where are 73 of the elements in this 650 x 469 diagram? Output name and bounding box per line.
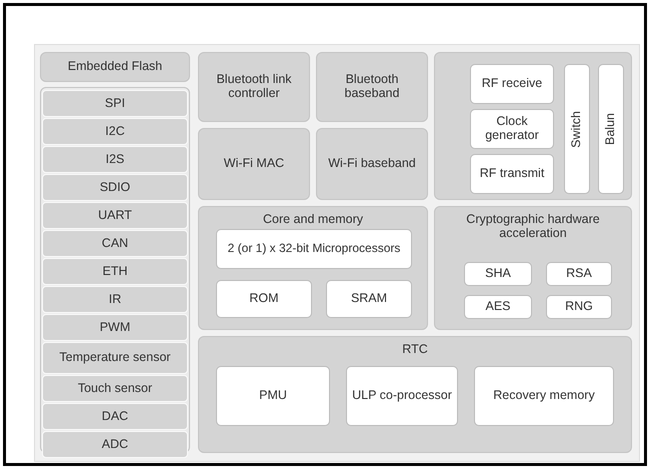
block-label: RSA (566, 267, 592, 281)
block-label: RTC (401, 343, 429, 357)
block-label: Bluetooth link controller (215, 73, 293, 101)
interface-block (42, 314, 188, 341)
block-label: ROM (249, 292, 279, 306)
interface-block (42, 118, 188, 145)
interface-block (42, 375, 188, 402)
block-box (326, 280, 412, 318)
block-box (216, 280, 312, 318)
block-box (216, 229, 412, 269)
block-label: PWM (100, 320, 130, 334)
block-box (216, 366, 330, 426)
interface-block (42, 342, 188, 374)
block-box (546, 262, 612, 286)
block-label: Temperature sensor (59, 351, 171, 365)
block-label: CAN (102, 236, 128, 250)
interface-block (42, 403, 188, 430)
block-panel (198, 206, 428, 330)
interface-block (42, 174, 188, 201)
block-label: Clock generator (484, 115, 540, 143)
block-label: SPI (104, 96, 126, 110)
block-label: Embedded Flash (68, 60, 162, 74)
block-label: ETH (102, 264, 128, 278)
block-panel (198, 336, 632, 453)
block-label: 2 (or 1) x 32-bit Microprocessors (228, 242, 400, 256)
block-label: RNG (565, 300, 593, 314)
block-label: PMU (259, 389, 287, 403)
interface-block (42, 202, 188, 229)
block-label: SHA (485, 267, 511, 281)
block-panel (198, 52, 310, 122)
block-box (464, 295, 532, 319)
block-label: RF receive (482, 77, 542, 91)
block-label: Bluetooth baseband (344, 73, 400, 101)
block-label: AES (485, 300, 510, 314)
block-label: UART (98, 208, 132, 222)
interface-block (42, 146, 188, 173)
block-label: Wi-Fi MAC (224, 157, 284, 171)
block-label: Cryptographic hardware acceleration (465, 213, 601, 240)
block-label: Touch sensor (78, 382, 152, 396)
block-box (470, 109, 554, 149)
block-panel (40, 52, 190, 82)
interface-block (42, 258, 188, 285)
block-label: ADC (102, 438, 128, 452)
block-label: DAC (102, 410, 128, 424)
block-label: Wi-Fi baseband (328, 157, 416, 171)
block-box (464, 262, 532, 286)
interface-block (42, 230, 188, 257)
block-box (598, 64, 624, 194)
block-label: I2S (106, 152, 124, 166)
block-box (564, 64, 590, 194)
block-box (470, 154, 554, 194)
block-panel (198, 128, 310, 200)
block-label: Recovery memory (493, 389, 595, 403)
block-panel (434, 206, 632, 330)
block-panel (316, 52, 428, 122)
block-label: Switch (570, 110, 584, 148)
block-box (546, 295, 612, 319)
interface-block (42, 286, 188, 313)
block-box (346, 366, 458, 426)
interface-block (42, 90, 188, 117)
block-label: RF transmit (480, 167, 544, 181)
block-panel (434, 52, 632, 200)
block-label: IR (108, 292, 122, 306)
block-label: Balun (604, 113, 618, 145)
block-box (474, 366, 614, 426)
block-label: I2C (105, 124, 125, 138)
block-label: Core and memory (262, 213, 364, 227)
interface-block (42, 431, 188, 458)
block-panel (316, 128, 428, 200)
block-box (470, 64, 554, 104)
block-label: ULP co-processor (352, 389, 452, 403)
block-label: SRAM (350, 292, 388, 306)
block-label: SDIO (100, 180, 130, 194)
